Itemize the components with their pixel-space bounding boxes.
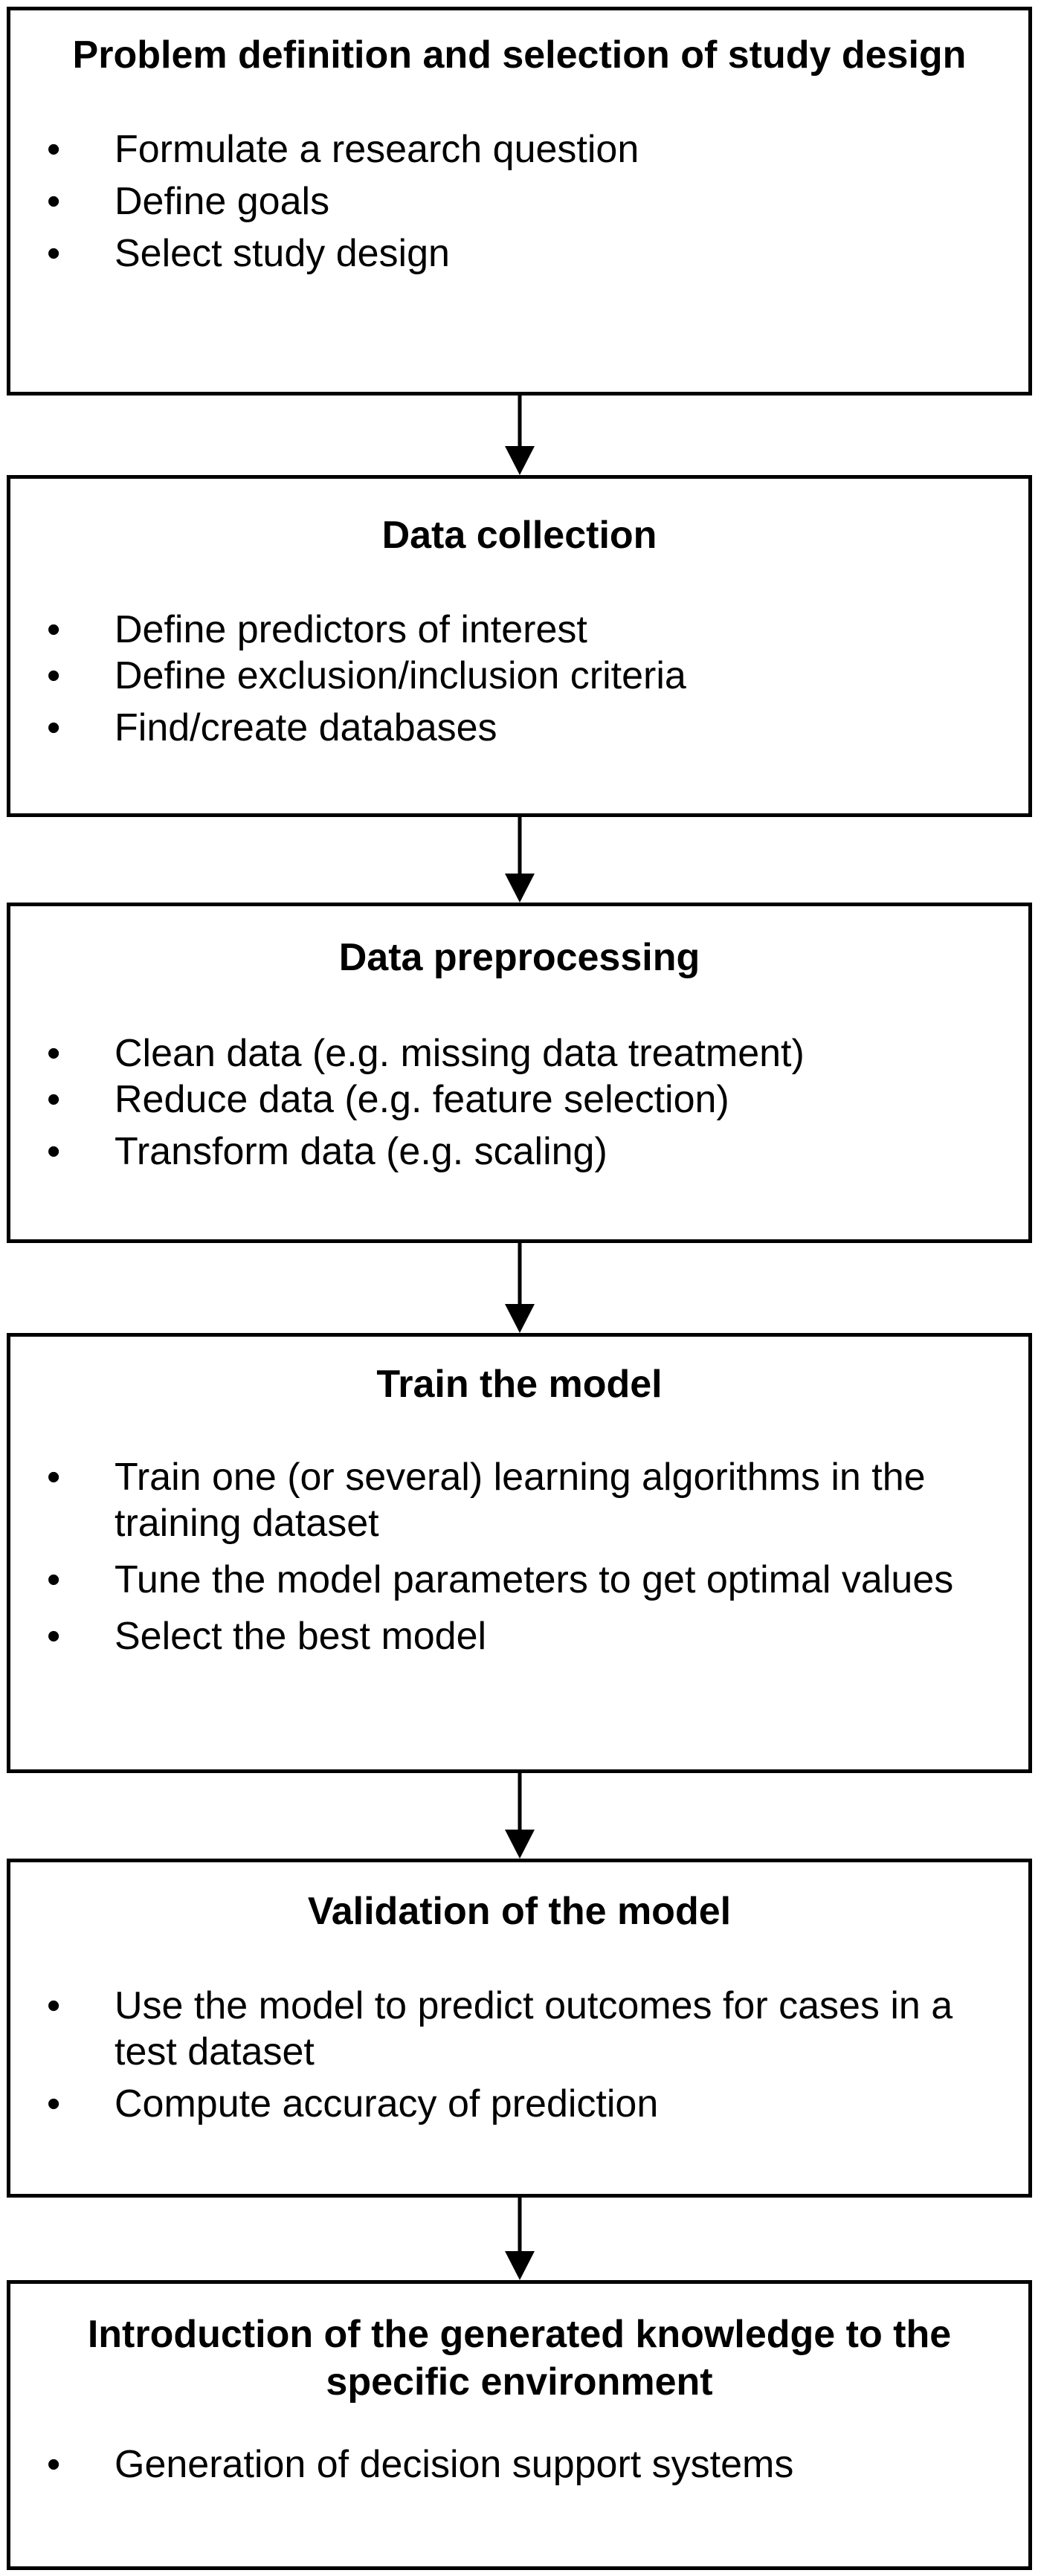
step-item: • Clean data (e.g. missing data treatment… bbox=[10, 1030, 1028, 1076]
step-items: • Formulate a research question • Define g… bbox=[10, 126, 1028, 277]
step-item-text: Select study design bbox=[115, 232, 450, 275]
step-item-text: Formulate a research question bbox=[115, 128, 639, 171]
step-items: • Train one (or several) learning algorit… bbox=[10, 1454, 1028, 1659]
step-items: • Clean data (e.g. missing data treatment… bbox=[10, 1030, 1028, 1175]
step-item-text: Transform data (e.g. scaling) bbox=[115, 1130, 607, 1173]
bullet-icon: • bbox=[47, 1456, 61, 1499]
step-item: • Train one (or several) learning algorit… bbox=[10, 1454, 1028, 1546]
bullet-icon: • bbox=[47, 1984, 61, 2027]
bullet-icon: • bbox=[47, 1615, 61, 1658]
step-box-data-collection: Data collection • Define predictors of in… bbox=[7, 475, 1032, 817]
bullet-icon: • bbox=[47, 1130, 61, 1173]
step-item: • Tune the model parameters to get optima… bbox=[10, 1557, 1028, 1603]
step-item: • Define predictors of interest bbox=[10, 607, 1028, 653]
bullet-icon: • bbox=[47, 1078, 61, 1121]
step-item: • Transform data (e.g. scaling) bbox=[10, 1129, 1028, 1175]
step-item-text: Find/create databases bbox=[115, 706, 497, 749]
step-item: • Compute accuracy of prediction bbox=[10, 2081, 1028, 2127]
step-item-text: Generation of decision support systems bbox=[115, 2443, 794, 2486]
step-box-validation: Validation of the model • Use the model t… bbox=[7, 1859, 1032, 2198]
step-item-text: Clean data (e.g. missing data treatment) bbox=[115, 1032, 805, 1075]
step-title: Data collection bbox=[381, 514, 657, 557]
step-item: • Define goals bbox=[10, 178, 1028, 225]
step-item: • Use the model to predict outcomes for c… bbox=[10, 1983, 1028, 2075]
step-item: • Formulate a research question bbox=[10, 126, 1028, 172]
step-item-text: Train one (or several) learning algorith… bbox=[115, 1456, 926, 1545]
step-item-text: Define goals bbox=[115, 180, 330, 223]
step-title: Validation of the model bbox=[307, 1890, 732, 1933]
step-item: • Define exclusion/inclusion criteria bbox=[10, 653, 1028, 699]
bullet-icon: • bbox=[47, 1032, 61, 1075]
step-item: • Find/create databases bbox=[10, 705, 1028, 751]
step-title: Train the model bbox=[376, 1363, 663, 1406]
step-item-text: Use the model to predict outcomes for ca… bbox=[115, 1984, 953, 2073]
bullet-icon: • bbox=[47, 128, 61, 171]
step-items: • Use the model to predict outcomes for c… bbox=[10, 1983, 1028, 2127]
step-box-train-model: Train the model • Train one (or several) … bbox=[7, 1333, 1032, 1773]
step-item: • Select study design bbox=[10, 230, 1028, 277]
step-title: Problem definition and selection of stud… bbox=[72, 33, 967, 77]
step-item-text: Select the best model bbox=[115, 1615, 487, 1658]
step-box-problem-definition: Problem definition and selection of stud… bbox=[7, 7, 1032, 396]
step-items: • Define predictors of interest • Define e… bbox=[10, 607, 1028, 751]
step-item-text: Define predictors of interest bbox=[115, 608, 587, 651]
down-arrow-icon bbox=[503, 1773, 537, 1859]
step-item: • Generation of decision support systems bbox=[10, 2441, 1028, 2488]
step-item-text: Reduce data (e.g. feature selection) bbox=[115, 1078, 729, 1121]
bullet-icon: • bbox=[47, 608, 61, 651]
step-box-knowledge-introduction: Introduction of the generated knowledge … bbox=[7, 2280, 1032, 2570]
bullet-icon: • bbox=[47, 2082, 61, 2125]
bullet-icon: • bbox=[47, 232, 61, 275]
step-item-text: Compute accuracy of prediction bbox=[115, 2082, 659, 2125]
step-item-text: Define exclusion/inclusion criteria bbox=[115, 654, 686, 697]
down-arrow-icon bbox=[503, 2198, 537, 2280]
down-arrow-icon bbox=[503, 817, 537, 903]
step-box-data-preprocessing: Data preprocessing • Clean data (e.g. mis… bbox=[7, 903, 1032, 1243]
step-items: • Generation of decision support systems bbox=[10, 2441, 1028, 2488]
bullet-icon: • bbox=[47, 180, 61, 223]
bullet-icon: • bbox=[47, 1558, 61, 1601]
bullet-icon: • bbox=[47, 706, 61, 749]
bullet-icon: • bbox=[47, 654, 61, 697]
step-item-text: Tune the model parameters to get optimal… bbox=[115, 1558, 954, 1601]
step-item: • Select the best model bbox=[10, 1613, 1028, 1659]
step-title: Introduction of the generated knowledge … bbox=[87, 2313, 952, 2404]
down-arrow-icon bbox=[503, 396, 537, 475]
bullet-icon: • bbox=[47, 2443, 61, 2486]
step-title: Data preprocessing bbox=[338, 936, 700, 979]
down-arrow-icon bbox=[503, 1243, 537, 1333]
step-item: • Reduce data (e.g. feature selection) bbox=[10, 1076, 1028, 1123]
